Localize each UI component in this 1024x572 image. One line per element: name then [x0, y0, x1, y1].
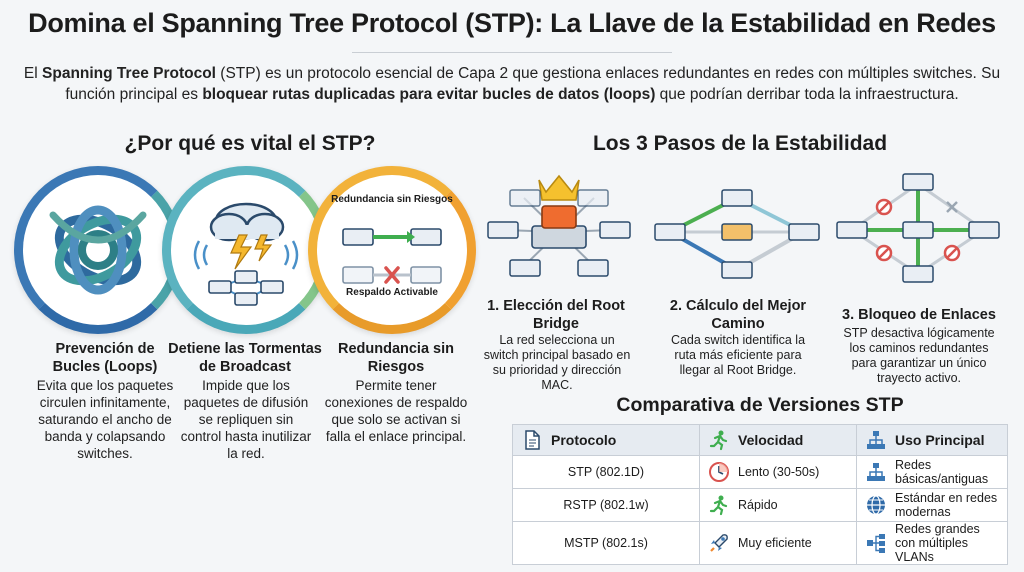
step-3-title: 3. Bloqueo de Enlaces [842, 307, 996, 323]
use-text: Estándar en redes modernas [895, 491, 998, 519]
versions-table: Protocolo Velocidad Uso Principal STP (8… [512, 424, 1008, 565]
broadcast-storm-circle [162, 166, 330, 334]
loop-prevention-title: Prevención de Bucles (Loops) [52, 341, 158, 375]
use-text: Redes grandes con múltiples VLANs [895, 522, 980, 564]
speed-text: Rápido [738, 498, 778, 512]
step-3-text: STP desactiva lógicamente los caminos re… [843, 326, 995, 385]
storm-cloud-icon [193, 202, 299, 306]
broadcast-storm-text: Impide que los paquetes de difusión se r… [180, 378, 312, 461]
redundancy-icon [342, 228, 442, 284]
steps-heading: Los 3 Pasos de la Estabilidad [592, 132, 888, 155]
speed-text: Lento (30-50s) [738, 465, 820, 479]
step-1-text: La red selecciona un switch principal ba… [483, 333, 631, 392]
runner-icon [709, 430, 728, 451]
speed-cell: Lento (30-50s) [699, 455, 857, 489]
intro-text-2: (STP) es un protocolo esencial de Capa 2… [65, 65, 1001, 103]
use-cell: Redes grandes con múltiples VLANs [856, 521, 1008, 565]
redundancy-label-bottom: Respaldo Activable [346, 287, 438, 298]
runner-icon [709, 495, 728, 516]
broadcast-storm-title: Detiene las Tormentas de Broadcast [168, 341, 322, 375]
col-protocol-label: Protocolo [551, 432, 617, 448]
hierarchy-icon [867, 463, 885, 481]
page-title: Domina el Spanning Tree Protocol (STP): … [28, 8, 996, 38]
speed-cell: Muy eficiente [699, 521, 857, 565]
step-1-title: 1. Elección del Root Bridge [487, 298, 625, 332]
use-cell: Redes básicas/antiguas [856, 455, 1008, 489]
intro-bold-1: Spanning Tree Protocol [42, 65, 216, 82]
table-heading: Comparativa de Versiones STP [616, 394, 904, 416]
redundancy-text: Permite tener conexiones de respaldo que… [324, 378, 468, 444]
blocked-links-icon [836, 173, 1000, 283]
step-2-text: Cada switch identifica la ruta más efici… [670, 333, 806, 377]
knot-icon [49, 205, 147, 295]
table-row: MSTP (802.1s) Muy eficiente Redes grande… [512, 521, 1008, 565]
use-cell: Estándar en redes modernas [856, 488, 1008, 522]
use-text: Redes básicas/antiguas [895, 458, 989, 486]
redundancy-label-top: Redundancia sin Riesgos [331, 194, 453, 205]
intro-paragraph: El Spanning Tree Protocol (STP) es un pr… [20, 63, 1004, 105]
path-network-icon [654, 189, 820, 279]
loop-prevention-text: Evita que los paquetes circulen infinita… [36, 378, 174, 461]
protocol-cell: MSTP (802.1s) [512, 521, 700, 565]
intro-text-1: El [23, 65, 43, 82]
speed-cell: Rápido [699, 488, 857, 522]
table-row: STP (802.1D) Lento (30-50s) Redes básica… [512, 455, 1008, 489]
vlan-tree-icon [867, 534, 885, 553]
col-use: Uso Principal [856, 424, 1008, 456]
redundancy-title: Redundancia sin Riesgos [337, 341, 455, 375]
step-2-title: 2. Cálculo del Mejor Camino [669, 298, 807, 332]
rocket-icon [710, 534, 728, 552]
why-heading: ¿Por qué es vital el STP? [124, 132, 376, 155]
redundancy-circle [308, 166, 476, 334]
globe-icon [867, 495, 885, 515]
intro-text-3: que podrían derribar toda la infraestruc… [655, 86, 959, 103]
col-speed: Velocidad [699, 424, 857, 456]
document-icon [525, 430, 540, 450]
protocol-cell: STP (802.1D) [512, 455, 700, 489]
col-use-label: Uso Principal [895, 432, 985, 448]
clock-icon [709, 462, 729, 482]
title-divider [352, 52, 672, 53]
col-protocol: Protocolo [512, 424, 700, 456]
intro-bold-2: bloquear rutas duplicadas para evitar bu… [202, 86, 656, 103]
table-header-row: Protocolo Velocidad Uso Principal [512, 424, 1008, 456]
hierarchy-icon [867, 431, 885, 449]
crown-switch-icon [487, 174, 631, 277]
table-row: RSTP (802.1w) Rápido Estándar en redes m… [512, 488, 1008, 522]
protocol-cell: RSTP (802.1w) [512, 488, 700, 522]
speed-text: Muy eficiente [738, 536, 812, 550]
loop-prevention-circle [14, 166, 182, 334]
col-speed-label: Velocidad [738, 432, 804, 448]
